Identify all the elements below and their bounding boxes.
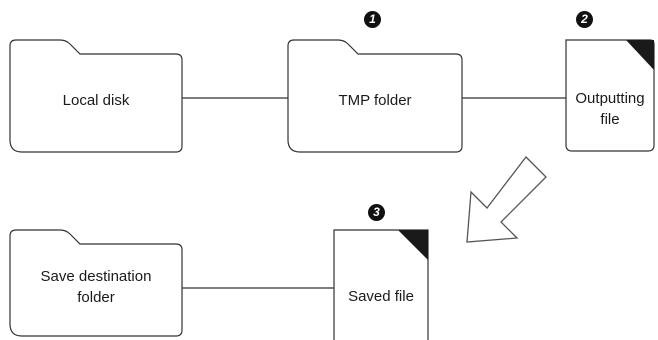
saved-file-icon: [333, 229, 429, 340]
saved-file-fold: [398, 230, 428, 260]
local-disk-folder-icon: [9, 39, 183, 153]
step-2-badge: 2: [576, 11, 593, 28]
save-destination-folder-icon: [9, 229, 183, 337]
step-3-badge: 3: [368, 204, 385, 221]
outputting-file-label: Outputting file: [575, 90, 645, 128]
saved-file-label: Saved file: [348, 288, 414, 305]
tmp-folder-icon: [287, 39, 463, 153]
local-disk-label: Local disk: [62, 92, 130, 109]
outputting-file-fold: [626, 40, 654, 70]
step-1-badge: 1: [364, 11, 381, 28]
flow-arrow-down-left: [466, 156, 547, 243]
tmp-folder-label: TMP folder: [338, 92, 412, 109]
save-destination-folder-label: Save destination folder: [40, 268, 152, 306]
